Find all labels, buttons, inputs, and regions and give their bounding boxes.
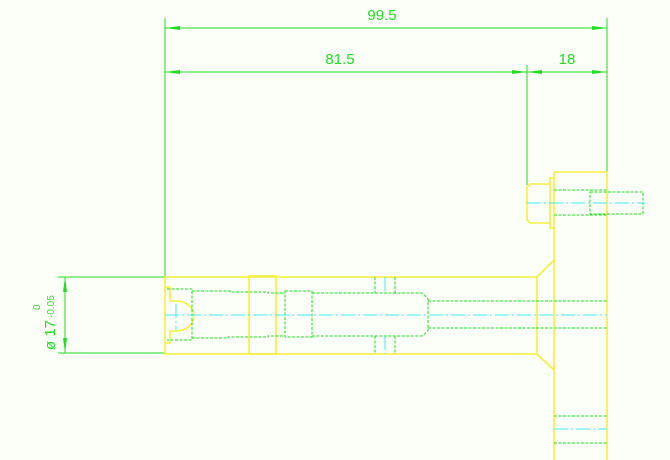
- overall-length-label: 99.5: [367, 7, 396, 24]
- hidden-lines: [167, 189, 644, 444]
- chamfer-bottom: [536, 353, 555, 371]
- tolerance-lower: -0.05: [46, 295, 57, 318]
- diameter-label: ø 17: [42, 320, 59, 350]
- centerlines: [165, 202, 645, 430]
- flange: [553, 171, 608, 460]
- flange-thickness-label: 18: [559, 51, 576, 68]
- tolerance-upper: 0: [32, 304, 43, 310]
- shaft-length-label: 81.5: [325, 51, 354, 68]
- center-hole: [170, 300, 195, 332]
- dimension-lines: [58, 18, 608, 354]
- arrowheads: [63, 26, 607, 353]
- part-outline: [164, 171, 608, 460]
- chamfer-top: [536, 259, 555, 278]
